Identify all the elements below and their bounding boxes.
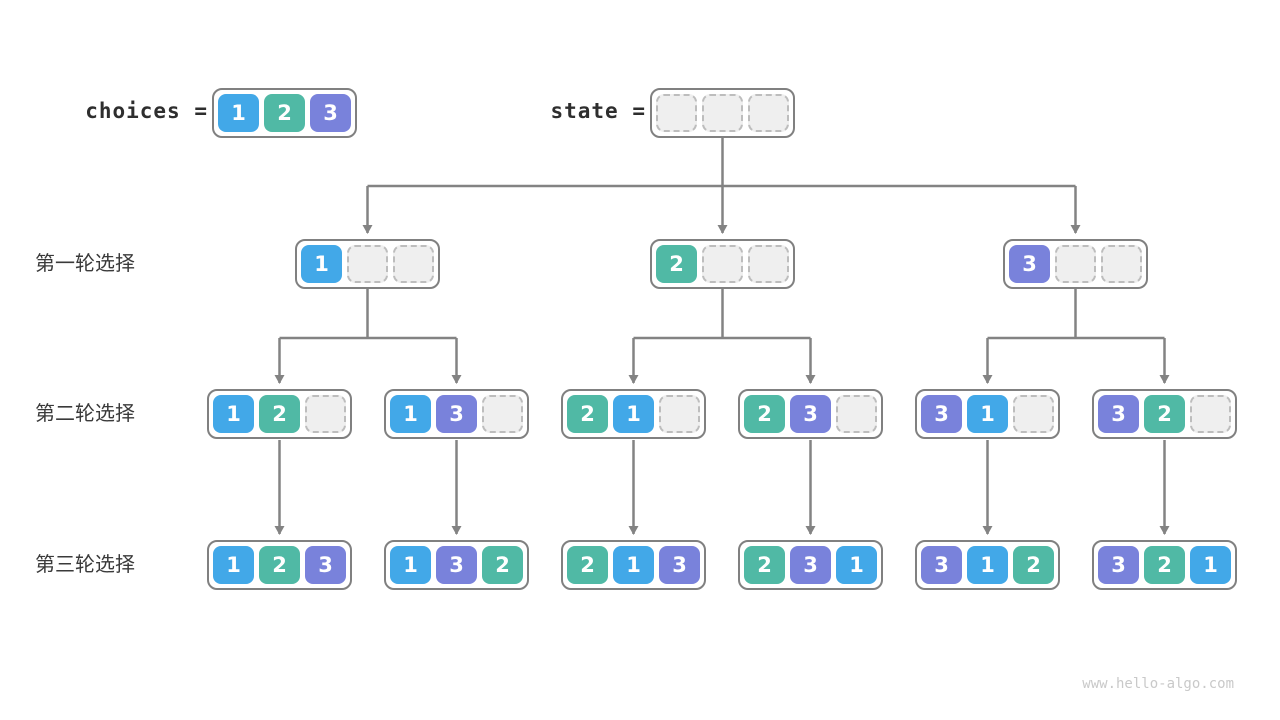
choice-cell-1: 1 (967, 546, 1008, 584)
empty-cell (748, 245, 789, 283)
choice-cell-3: 3 (659, 546, 700, 584)
empty-cell (1101, 245, 1142, 283)
choice-cell-1: 1 (613, 395, 654, 433)
choice-cell-1: 1 (218, 94, 259, 132)
choice-cell-3: 3 (1098, 546, 1139, 584)
choice-cell-2: 2 (656, 245, 697, 283)
choice-cell-2: 2 (259, 546, 300, 584)
empty-cell (305, 395, 346, 433)
state-array-box: 1 (295, 239, 440, 289)
choice-cell-2: 2 (1144, 546, 1185, 584)
watermark: www.hello-algo.com (1082, 676, 1234, 692)
empty-cell (1190, 395, 1231, 433)
choice-cell-3: 3 (1009, 245, 1050, 283)
choice-cell-2: 2 (744, 395, 785, 433)
round-1-label: 第一轮选择 (35, 253, 135, 275)
round-2-label: 第二轮选择 (35, 403, 135, 425)
choice-cell-1: 1 (213, 546, 254, 584)
choice-cell-2: 2 (1144, 395, 1185, 433)
choice-cell-3: 3 (790, 546, 831, 584)
choice-cell-3: 3 (436, 395, 477, 433)
state-label: state = (550, 99, 646, 123)
choice-cell-3: 3 (790, 395, 831, 433)
choice-cell-1: 1 (301, 245, 342, 283)
choice-cell-3: 3 (436, 546, 477, 584)
choice-cell-2: 2 (259, 395, 300, 433)
choice-cell-1: 1 (390, 395, 431, 433)
state-array-box: 3 (1003, 239, 1148, 289)
state-array-box: 2 (650, 239, 795, 289)
empty-cell (482, 395, 523, 433)
choice-cell-1: 1 (836, 546, 877, 584)
choice-cell-1: 1 (390, 546, 431, 584)
choice-cell-3: 3 (921, 395, 962, 433)
choice-cell-2: 2 (567, 395, 608, 433)
choices-label: choices = (85, 99, 208, 123)
choice-cell-3: 3 (310, 94, 351, 132)
choice-cell-3: 3 (1098, 395, 1139, 433)
choice-cell-3: 3 (305, 546, 346, 584)
choice-cell-2: 2 (1013, 546, 1054, 584)
choice-cell-3: 3 (921, 546, 962, 584)
choice-cell-2: 2 (567, 546, 608, 584)
empty-cell (1055, 245, 1096, 283)
choice-cell-2: 2 (744, 546, 785, 584)
empty-cell (702, 245, 743, 283)
empty-cell (659, 395, 700, 433)
choice-cell-1: 1 (613, 546, 654, 584)
state-array-box (650, 88, 795, 138)
empty-cell (836, 395, 877, 433)
empty-cell (393, 245, 434, 283)
round-3-label: 第三轮选择 (35, 554, 135, 576)
empty-cell (347, 245, 388, 283)
empty-cell (702, 94, 743, 132)
empty-cell (656, 94, 697, 132)
empty-cell (1013, 395, 1054, 433)
choice-cell-1: 1 (213, 395, 254, 433)
choice-cell-1: 1 (1190, 546, 1231, 584)
empty-cell (748, 94, 789, 132)
choice-cell-2: 2 (482, 546, 523, 584)
choice-cell-2: 2 (264, 94, 305, 132)
choice-cell-1: 1 (967, 395, 1008, 433)
